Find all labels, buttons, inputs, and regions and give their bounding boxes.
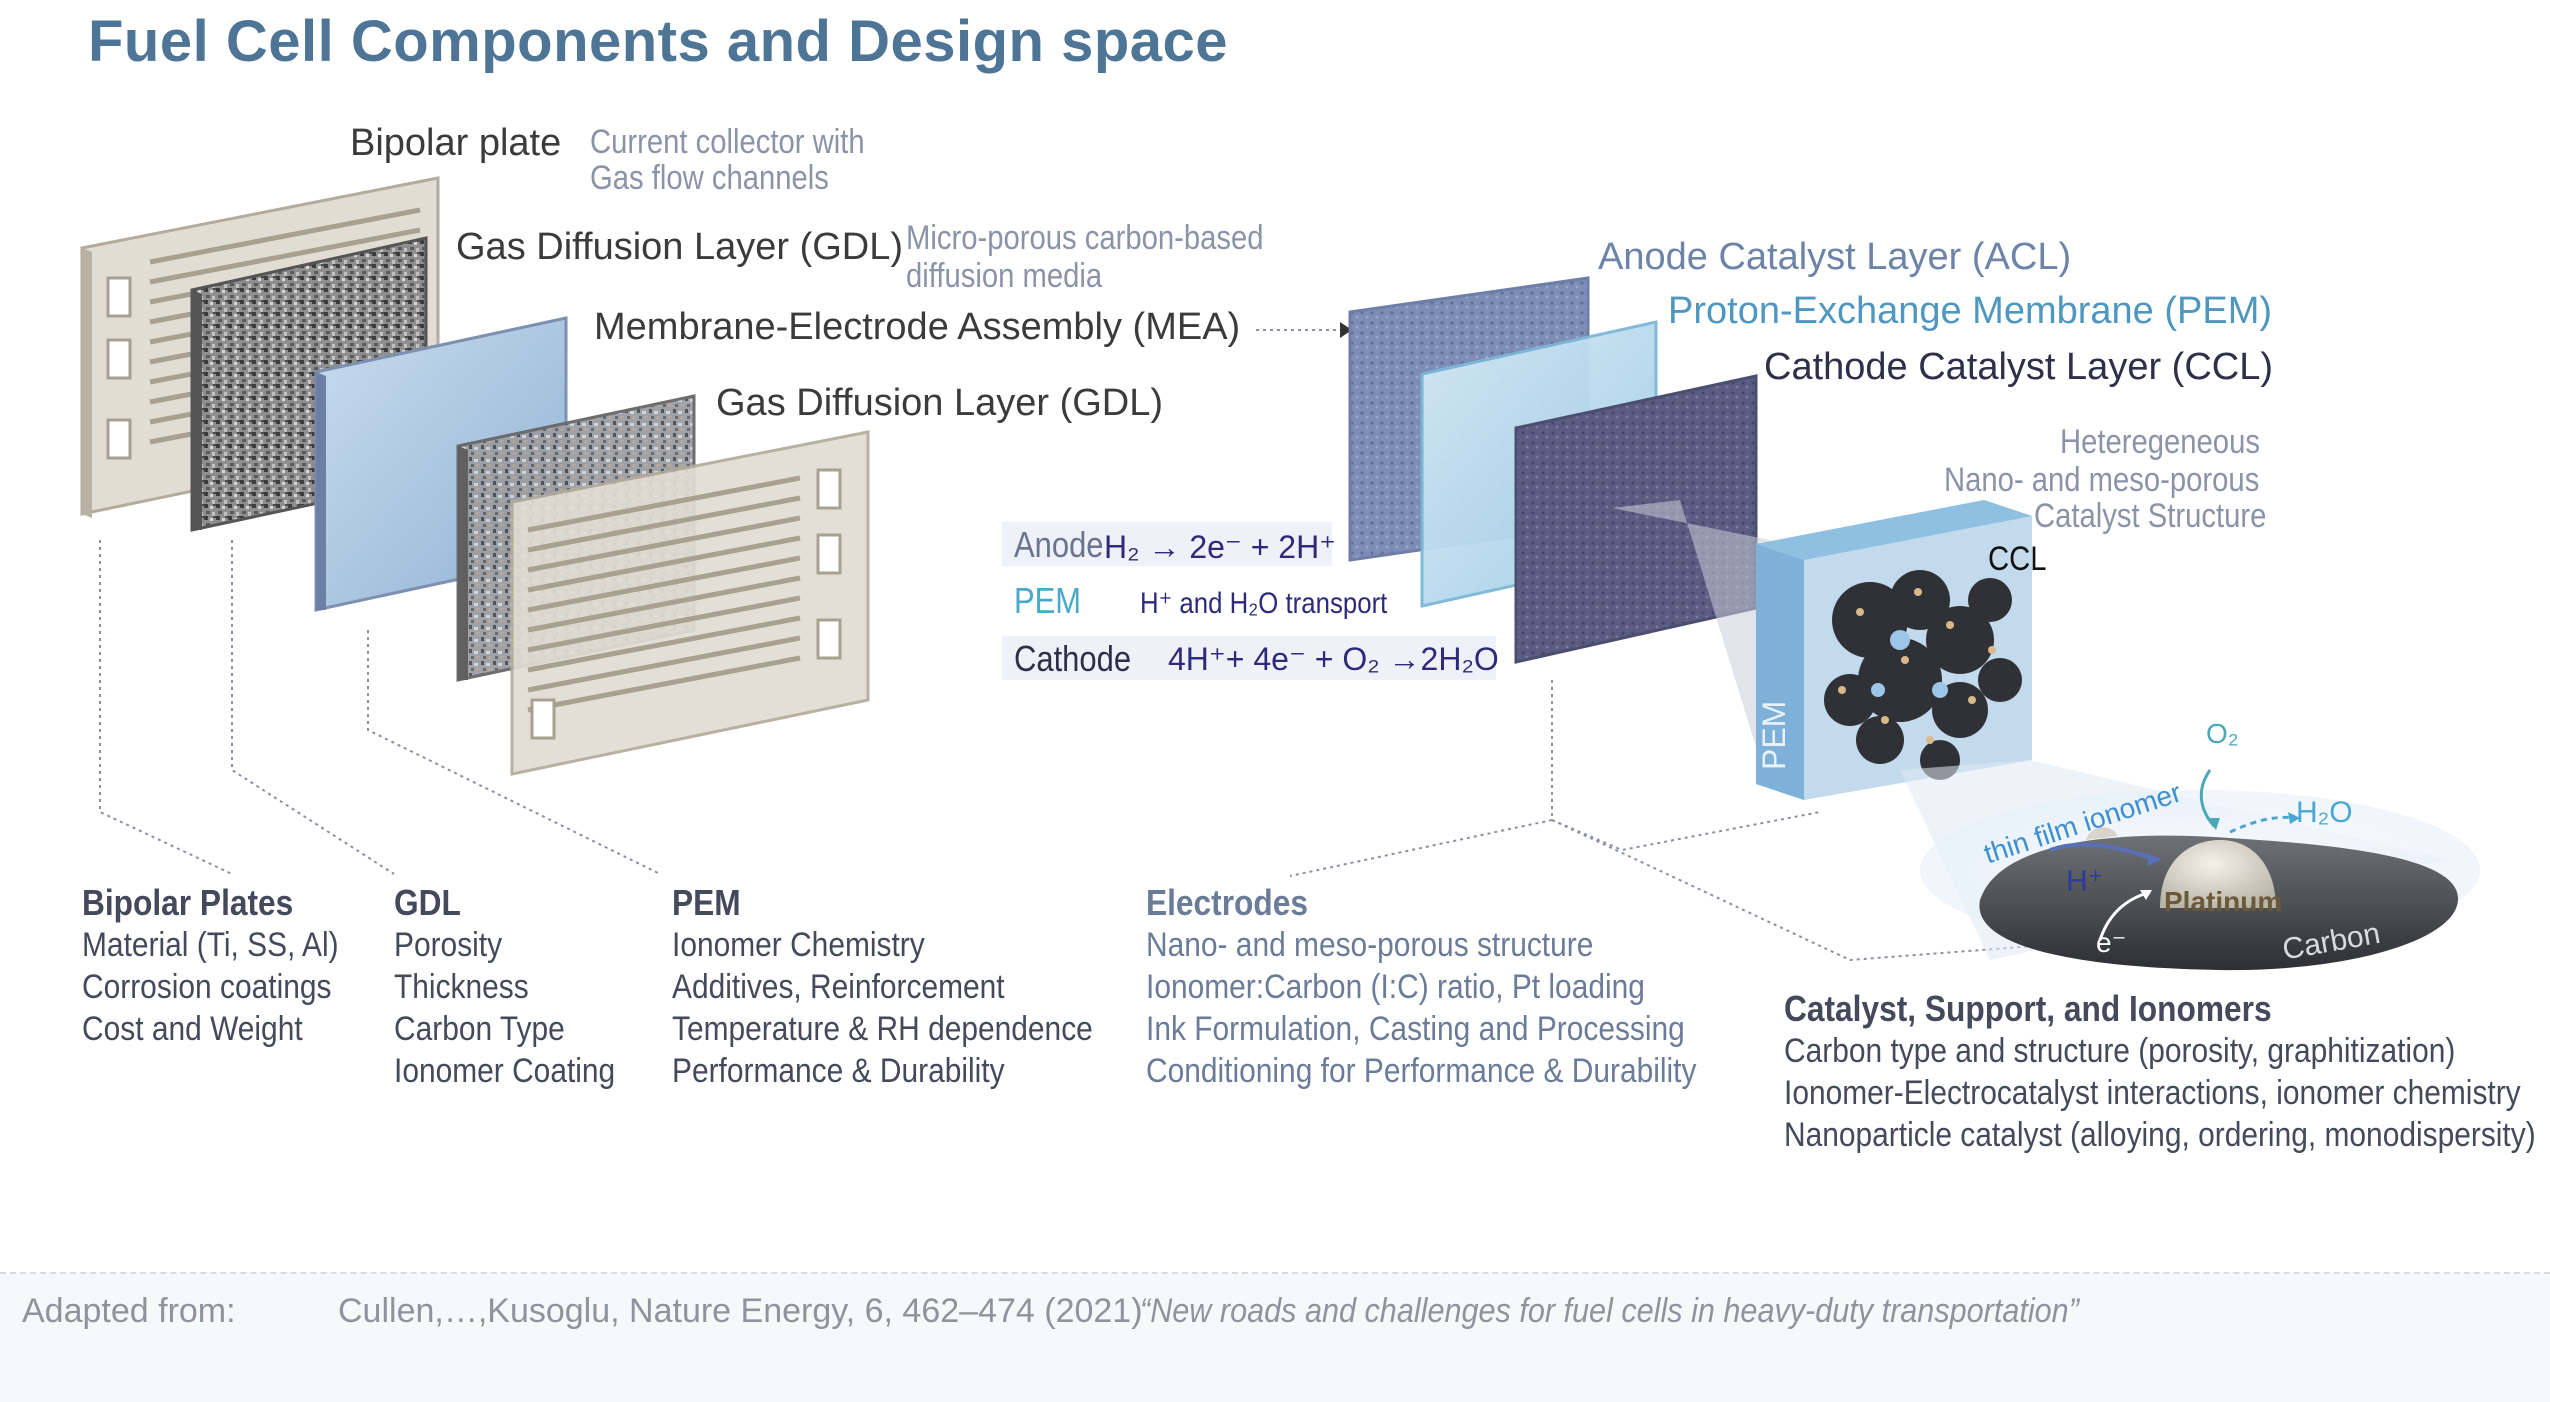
- list-item: Carbon type and structure (porosity, gra…: [1784, 1032, 2456, 1070]
- pem-label: Proton-Exchange Membrane (PEM): [1668, 290, 2273, 332]
- ccl-tag: CCL: [1988, 540, 2047, 578]
- cathode-row-bg: [1002, 636, 1496, 680]
- gdl-top-desc-2: diffusion media: [906, 257, 1103, 295]
- list-item: Ionomer:Carbon (I:C) ratio, Pt loading: [1146, 968, 1645, 1006]
- section-bipolar-plates: Bipolar Plates Material (Ti, SS, Al) Cor…: [82, 882, 374, 1050]
- ccl-label: Cathode Catalyst Layer (CCL): [1764, 346, 2273, 388]
- o2-label: O₂: [2206, 718, 2239, 749]
- section-gdl: GDL Porosity Thickness Carbon Type Ionom…: [394, 882, 645, 1092]
- section-title: GDL: [394, 882, 461, 923]
- paper-title-quote: “New roads and challenges for fuel cells…: [1140, 1292, 2079, 1330]
- list-item: Porosity: [394, 926, 503, 964]
- gdl-bottom-label: Gas Diffusion Layer (GDL): [716, 382, 1164, 424]
- cathode-label: Cathode: [1014, 638, 1132, 679]
- particle-closeup: [1920, 769, 2480, 971]
- list-item: Conditioning for Performance & Durabilit…: [1146, 1052, 1697, 1090]
- catalyst-agglomerate: [1824, 570, 2022, 780]
- bipolar-plate-desc-1: Current collector with: [590, 123, 865, 161]
- list-item: Ionomer-Electrocatalyst interactions, io…: [1784, 1074, 2521, 1112]
- list-item: Material (Ti, SS, Al): [82, 926, 339, 964]
- anode-label: Anode: [1014, 524, 1104, 565]
- pem-equation: H⁺ and H₂O transport: [1140, 587, 1388, 620]
- cathode-equation: 4H⁺+ 4e⁻ + O₂ →2H₂O: [1168, 641, 1499, 677]
- page-title: Fuel Cell Components and Design space: [88, 9, 1229, 74]
- gdl-top-desc-1: Micro-porous carbon-based: [906, 219, 1264, 257]
- section-title: Catalyst, Support, and Ionomers: [1784, 988, 2272, 1029]
- eminus-label: e⁻: [2096, 927, 2127, 958]
- list-item: Nano- and meso-porous structure: [1146, 926, 1594, 964]
- acl-label: Anode Catalyst Layer (ACL): [1598, 236, 2072, 278]
- section-pem: PEM Ionomer Chemistry Additives, Reinfor…: [672, 882, 1150, 1092]
- list-item: Ionomer Coating: [394, 1052, 616, 1090]
- list-item: Ionomer Chemistry: [672, 926, 925, 964]
- list-item: Corrosion coatings: [82, 968, 332, 1006]
- list-item: Cost and Weight: [82, 1010, 303, 1048]
- hplus-label: H⁺: [2066, 865, 2104, 898]
- section-title: PEM: [672, 882, 741, 923]
- list-item: Temperature & RH dependence: [672, 1010, 1093, 1048]
- pem-tag: PEM: [1756, 700, 1792, 770]
- catalyst-desc-3: Catalyst Structure: [2034, 497, 2267, 535]
- bipolar-plate-desc-2: Gas flow channels: [590, 159, 829, 197]
- section-electrodes: Electrodes Nano- and meso-porous structu…: [1146, 882, 1772, 1092]
- list-item: Ink Formulation, Casting and Processing: [1146, 1010, 1685, 1048]
- catalyst-desc-2: Nano- and meso-porous: [1944, 461, 2260, 499]
- bipolar-plate-front: [510, 430, 870, 776]
- h2o-label: H₂O: [2296, 796, 2353, 829]
- bipolar-plate-label: Bipolar plate: [350, 122, 562, 164]
- catalyst-structure-cube: [1756, 500, 2032, 800]
- catalyst-desc-1: Heteregeneous: [2060, 423, 2260, 461]
- pem-reaction-label: PEM: [1014, 580, 1082, 621]
- footer: Adapted from: Cullen,…,Kusoglu, Nature E…: [0, 1272, 2550, 1402]
- citation: Cullen,…,Kusoglu, Nature Energy, 6, 462–…: [338, 1292, 1143, 1330]
- list-item: Additives, Reinforcement: [672, 968, 1005, 1006]
- section-title: Bipolar Plates: [82, 882, 294, 923]
- section-title: Electrodes: [1146, 882, 1308, 923]
- list-item: Carbon Type: [394, 1010, 565, 1048]
- adapted-from-label: Adapted from:: [22, 1292, 236, 1330]
- list-item: Thickness: [394, 968, 529, 1006]
- platinum-label: Platinum: [2164, 886, 2283, 917]
- section-catalyst: Catalyst, Support, and Ionomers Carbon t…: [1784, 988, 2550, 1156]
- gdl-top-label: Gas Diffusion Layer (GDL): [456, 226, 904, 268]
- mea-label: Membrane-Electrode Assembly (MEA): [594, 306, 1241, 348]
- list-item: Nanoparticle catalyst (alloying, orderin…: [1784, 1116, 2536, 1154]
- anode-equation: H₂ → 2e⁻ + 2H⁺: [1104, 529, 1337, 565]
- list-item: Performance & Durability: [672, 1052, 1005, 1090]
- anode-row-bg: [1002, 522, 1332, 566]
